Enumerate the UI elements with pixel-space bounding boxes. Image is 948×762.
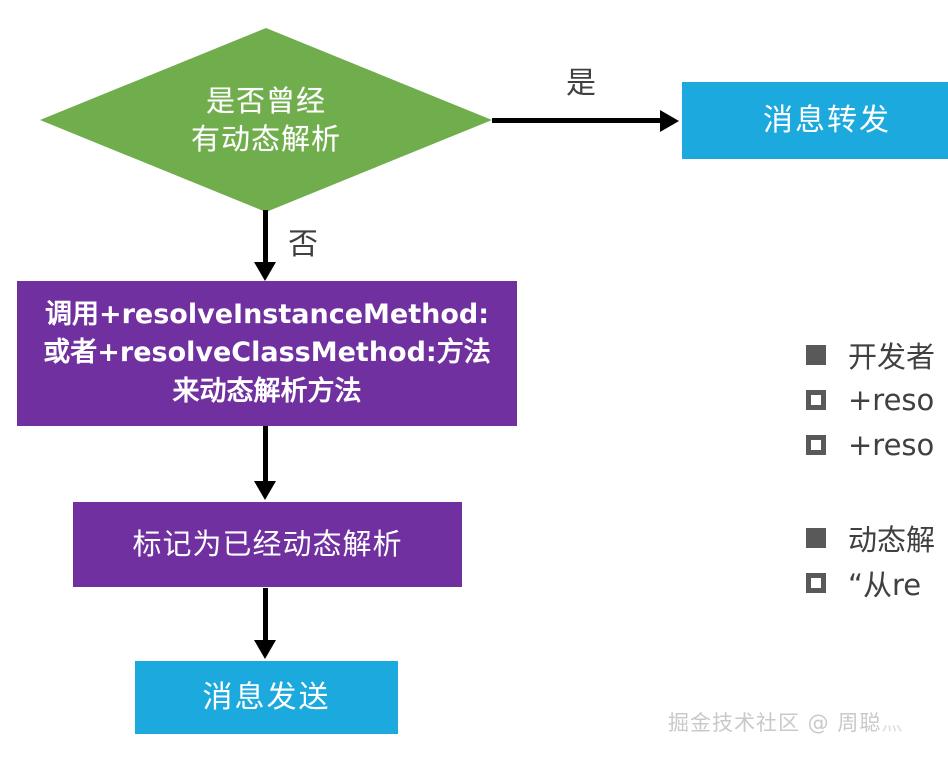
node-message-forward-label: 消息转发 xyxy=(763,102,891,138)
list-item-label: 开发者 xyxy=(848,339,936,374)
node-message-send[interactable]: 消息发送 xyxy=(135,661,398,734)
edge-marked-to-send-arrowhead-icon xyxy=(254,640,276,659)
list-item: +reso xyxy=(806,377,948,422)
hollow-square-bullet-icon xyxy=(806,389,826,410)
hollow-square-bullet-icon xyxy=(806,572,826,593)
notes-list: 开发者 +reso +reso 动态解 “从re xyxy=(806,332,948,605)
node-decision-label: 是否曾经 有动态解析 xyxy=(40,28,492,212)
edge-no-line xyxy=(263,210,268,265)
list-item-label: +reso xyxy=(848,382,935,417)
list-item: +reso xyxy=(806,422,948,467)
watermark: 掘金技术社区 @ 周聪灬 xyxy=(668,707,903,737)
node-resolve-line-1: 调用+resolveInstanceMethod: xyxy=(44,299,490,330)
edge-label-no: 否 xyxy=(288,227,318,262)
node-resolve-line-3: 来动态解析方法 xyxy=(172,375,362,407)
list-spacer xyxy=(806,467,948,515)
node-resolve-method[interactable]: 调用+resolveInstanceMethod: 或者+resolveClas… xyxy=(17,281,517,426)
edge-resolve-to-marked-arrowhead-icon xyxy=(254,481,276,500)
node-decision-line-1: 是否曾经 xyxy=(205,83,326,118)
list-item-label: 动态解 xyxy=(848,522,936,557)
node-resolve-line-2: 或者+resolveClassMethod:方法 xyxy=(43,337,491,369)
watermark-suffix: 灬 xyxy=(881,711,904,735)
list-item-label: +reso xyxy=(848,427,935,462)
list-item: 动态解 xyxy=(806,515,948,560)
edge-label-yes: 是 xyxy=(566,66,596,101)
hollow-square-bullet-icon xyxy=(806,434,826,455)
node-message-send-label: 消息发送 xyxy=(202,679,331,715)
list-item: “从re xyxy=(806,560,948,605)
node-message-forward[interactable]: 消息转发 xyxy=(682,82,948,159)
list-item: 开发者 xyxy=(806,332,948,377)
node-decision-dynamic-resolve[interactable]: 是否曾经 有动态解析 xyxy=(40,28,492,212)
edge-yes-line xyxy=(492,118,662,123)
edge-resolve-to-marked-line xyxy=(263,426,268,483)
node-marked-resolved-label: 标记为已经动态解析 xyxy=(132,527,403,562)
edge-no-arrowhead-icon xyxy=(254,262,276,281)
list-item-label: “从re xyxy=(848,567,922,602)
node-decision-line-2: 有动态解析 xyxy=(190,122,341,156)
filled-square-bullet-icon xyxy=(806,527,826,548)
node-marked-resolved[interactable]: 标记为已经动态解析 xyxy=(73,502,462,587)
filled-square-bullet-icon xyxy=(806,344,826,365)
watermark-text: 掘金技术社区 @ 周聪 xyxy=(668,711,882,735)
edge-yes-arrowhead-icon xyxy=(660,110,679,132)
edge-marked-to-send-line xyxy=(263,588,268,642)
